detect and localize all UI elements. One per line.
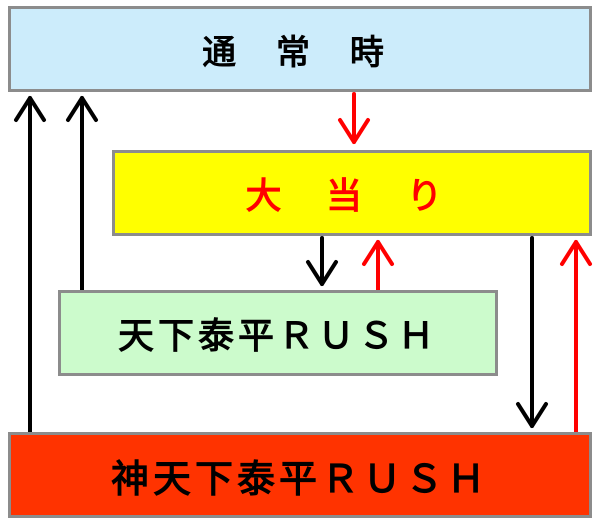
state-jackpot: 大 当 り [112,150,592,236]
state-jackpot-label: 大 当 り [245,176,459,217]
arrow-rush-to-jackpot [362,240,394,292]
state-god-rush-label: 神天下泰平ＲＵＳＨ [110,456,489,501]
arrow-rush-to-normal [66,96,98,292]
state-god-rush: 神天下泰平ＲＵＳＨ [8,432,592,518]
arrow-normal-to-jackpot [338,92,370,144]
state-normal-label: 通 常 時 [202,32,398,73]
arrow-jackpot-to-rush [306,236,338,286]
state-rush-label: 天下泰平ＲＵＳＨ [117,316,438,357]
state-rush: 天下泰平ＲＵＳＨ [58,290,498,376]
state-normal: 通 常 時 [8,6,592,92]
arrow-jackpot-to-god-rush [516,236,548,428]
arrow-god-rush-to-jackpot [560,240,592,434]
arrow-god-rush-to-normal [14,96,46,434]
